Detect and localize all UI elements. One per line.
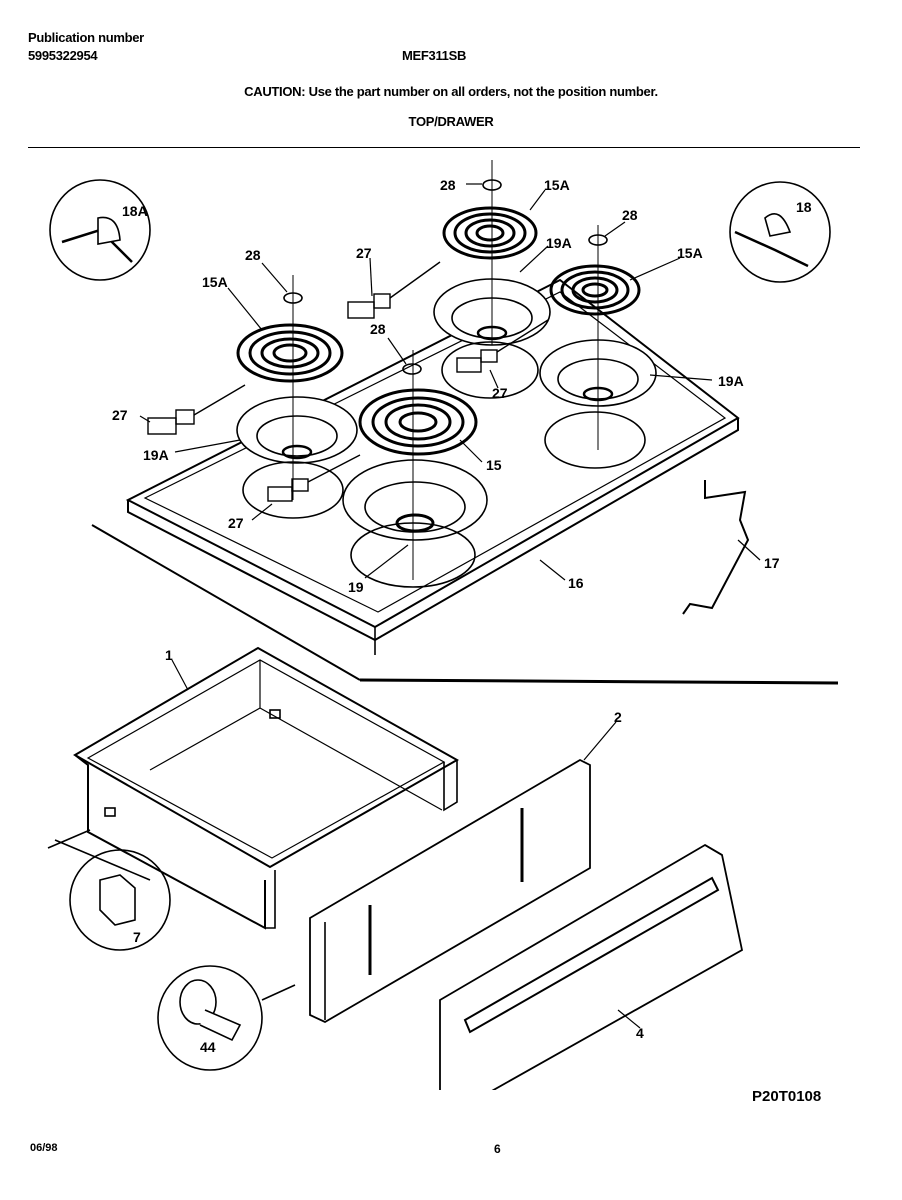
callout-1: 1 bbox=[165, 647, 173, 663]
callout-15a: 15A bbox=[202, 274, 228, 290]
footer-date: 06/98 bbox=[30, 1142, 58, 1154]
diagram-code: P20T0108 bbox=[752, 1088, 822, 1105]
callout-19a: 19A bbox=[718, 373, 744, 389]
model-number: MEF311SB bbox=[402, 48, 467, 63]
callout-15a: 15A bbox=[677, 245, 703, 261]
drawer-front bbox=[439, 843, 744, 1090]
surface-elements bbox=[236, 206, 641, 456]
callout-17: 17 bbox=[764, 555, 780, 571]
exploded-parts-diagram: 28 15A 28 19A 15A 18 18A 28 27 15A 28 27… bbox=[47, 160, 839, 1090]
drawer bbox=[73, 646, 460, 930]
callout-7: 7 bbox=[133, 929, 141, 945]
callout-28: 28 bbox=[245, 247, 261, 263]
inset-18 bbox=[729, 181, 831, 283]
center-lines bbox=[292, 160, 599, 580]
callout-19a: 19A bbox=[546, 235, 572, 251]
leader-lines bbox=[139, 183, 761, 1029]
callout-27: 27 bbox=[228, 515, 244, 531]
receptacles bbox=[147, 261, 549, 502]
callout-27: 27 bbox=[492, 385, 508, 401]
drawer-panel bbox=[309, 758, 591, 1024]
drip-bowls bbox=[236, 278, 657, 588]
header-rule bbox=[28, 147, 860, 148]
callout-28: 28 bbox=[622, 207, 638, 223]
publication-label: Publication number bbox=[28, 30, 144, 45]
callout-28: 28 bbox=[440, 177, 456, 193]
caution-note: CAUTION: Use the part number on all orde… bbox=[244, 84, 658, 99]
callout-2: 2 bbox=[614, 709, 622, 725]
callout-19: 19 bbox=[348, 579, 364, 595]
publication-number: 5995322954 bbox=[28, 48, 98, 63]
callout-15: 15 bbox=[486, 457, 502, 473]
callout-16: 16 bbox=[568, 575, 584, 591]
inset-7 bbox=[47, 829, 171, 951]
inset-18a bbox=[49, 179, 151, 281]
callout-27: 27 bbox=[356, 245, 372, 261]
support-wire bbox=[682, 480, 750, 615]
callout-15a: 15A bbox=[544, 177, 570, 193]
callout-19a: 19A bbox=[143, 447, 169, 463]
inset-44 bbox=[157, 965, 296, 1071]
callout-18: 18 bbox=[796, 199, 812, 215]
trim-rings bbox=[283, 179, 608, 375]
callout-44: 44 bbox=[200, 1039, 216, 1055]
section-title: TOP/DRAWER bbox=[408, 114, 494, 129]
callout-27: 27 bbox=[112, 407, 128, 423]
page-number: 6 bbox=[494, 1142, 501, 1156]
callout-4: 4 bbox=[636, 1025, 644, 1041]
callout-28: 28 bbox=[370, 321, 386, 337]
callout-18a: 18A bbox=[122, 203, 148, 219]
